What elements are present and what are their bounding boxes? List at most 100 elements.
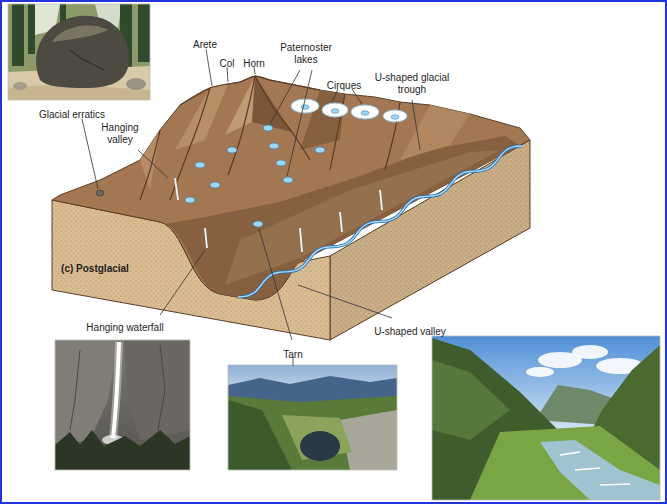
sunlit-face [400, 105, 470, 160]
label-holder: Arete [183, 34, 227, 52]
hanging-waterfall-streak [380, 190, 382, 210]
label-holder: Hanging valley [94, 122, 146, 147]
cloud [572, 345, 608, 359]
lake [210, 182, 220, 188]
waterfall-photo [55, 340, 190, 470]
leader-line [206, 49, 212, 86]
leader-line [270, 70, 300, 124]
left-mountain-light [432, 360, 510, 440]
erratic-boulder [96, 190, 104, 196]
cirque-lake [331, 109, 339, 113]
cirque-lake [301, 105, 309, 109]
landform-label: Cirques [327, 80, 361, 92]
lake [195, 162, 205, 168]
leader-line [352, 89, 362, 104]
waterfall-mist [113, 342, 119, 438]
lake [253, 221, 263, 227]
ridge-line [170, 88, 210, 200]
boulder-crack [70, 50, 104, 70]
landform-label: Hanging waterfall [86, 322, 163, 334]
valley-floor-light [225, 150, 500, 285]
boulder [36, 16, 129, 88]
river-foam [560, 452, 630, 485]
lake [269, 143, 279, 149]
erratic-photo [8, 4, 150, 100]
tree-trunk [138, 4, 150, 62]
sunlit-face [140, 130, 160, 190]
landform-label: U-shaped glacial trough [374, 72, 450, 96]
label-holder: Col [214, 53, 240, 71]
leader-line [227, 67, 228, 82]
meadow [282, 415, 352, 460]
lake [185, 197, 195, 203]
leader-line [298, 285, 392, 318]
block-diagram [52, 76, 530, 340]
cliff [55, 340, 190, 470]
lake [315, 147, 325, 153]
photo-frame [8, 4, 150, 100]
landform-label: Paternoster lakes [274, 42, 338, 66]
steep-slope [228, 400, 292, 470]
sunlit-face [225, 76, 255, 135]
cliff-crack [70, 350, 80, 430]
tree-trunk [28, 4, 35, 54]
leader-line [138, 150, 168, 178]
landform-label: Col [219, 58, 234, 70]
leader-line [412, 100, 420, 150]
cirque-snow [351, 105, 379, 119]
label-holder: U-shaped glacial trough [374, 72, 450, 97]
cliff-light [55, 340, 118, 445]
label-holder: Paternoster lakes [274, 42, 338, 67]
small-rock [13, 82, 27, 90]
ridge-line [228, 76, 255, 175]
waterfall [113, 342, 119, 438]
label-holder: Glacial erratics [20, 104, 124, 122]
photo-frame [228, 365, 397, 470]
river-highlight [238, 146, 522, 297]
photo-frame [55, 340, 190, 470]
landform-label: Horn [243, 58, 265, 70]
terrain-surface [52, 76, 530, 300]
cirque-snow [322, 103, 348, 117]
label-holder: Hanging waterfall [65, 317, 185, 335]
leader-line [259, 229, 292, 340]
tarn-photo [228, 365, 397, 470]
forest [55, 430, 190, 470]
ridge-line [140, 130, 160, 200]
label-holder: Horn [238, 53, 270, 71]
boulder-highlight [52, 26, 108, 42]
landform-label: Arete [193, 39, 217, 51]
slope [228, 396, 397, 470]
rock-slope [340, 410, 397, 470]
cirque-snow [383, 110, 407, 122]
valley-floor [470, 426, 660, 500]
cliff-mid [124, 340, 190, 440]
landform-label: Tarn [283, 349, 302, 361]
cirque-lake [391, 115, 399, 119]
lake [283, 177, 293, 183]
landform-label: Hanging valley [94, 122, 146, 146]
label-holder: Tarn [273, 344, 313, 362]
photo-background [8, 4, 150, 100]
label-holder: Cirques [316, 75, 372, 93]
lake [227, 147, 237, 153]
landform-label: (c) Postglacial [61, 263, 129, 275]
hanging-waterfall-streak [300, 228, 302, 252]
river [238, 146, 522, 297]
small-rock [126, 78, 146, 90]
tree-trunk [12, 4, 24, 66]
leader-line [287, 70, 312, 176]
valley-photo [432, 336, 660, 500]
river [540, 440, 660, 500]
cirque-lake [361, 111, 369, 115]
landform-label: U-shaped valley [374, 326, 446, 338]
leader-line [160, 250, 205, 315]
tarn-lake [300, 431, 340, 461]
hanging-waterfall-streak [175, 178, 178, 200]
photo-frame [432, 336, 660, 500]
valley-floor [165, 136, 520, 300]
